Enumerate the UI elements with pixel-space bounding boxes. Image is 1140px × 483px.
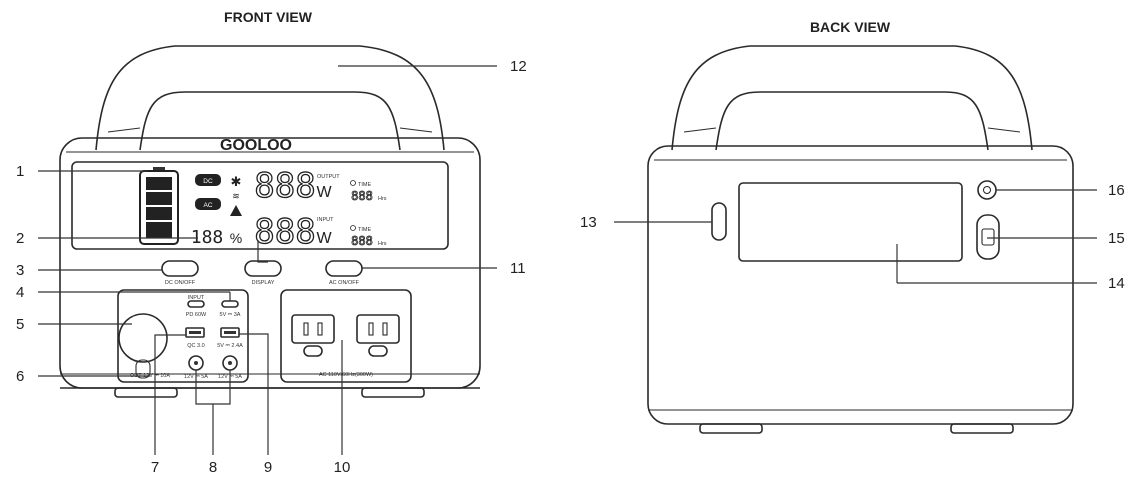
usb-c-input-label: INPUT: [188, 295, 205, 301]
usb-a-port[interactable]: [220, 327, 240, 338]
callout-1: 1: [16, 163, 24, 180]
callout-9: 9: [264, 459, 272, 476]
usb-a-label: 5V ⎓ 2.4A: [217, 343, 243, 349]
output-hrs-label: Hrs: [378, 196, 387, 202]
input-hrs-label: Hrs: [378, 241, 387, 247]
callout-5: 5: [16, 316, 24, 333]
callout-14: 14: [1108, 275, 1125, 292]
battery-icon: [139, 167, 179, 245]
output-watts-digits: 888: [254, 166, 315, 206]
back-leader-lines: [614, 189, 1097, 284]
front-device: GOOLOO 188 % DC AC ✱ ≋ 888 W OUTPUT 888 …: [59, 45, 481, 398]
callout-12: 12: [510, 58, 527, 75]
callout-16: 16: [1108, 182, 1125, 199]
clock-icon: [350, 225, 356, 231]
usb-a-qc-port[interactable]: [185, 327, 205, 338]
callout-2: 2: [16, 230, 24, 247]
dc-indicator: DC: [203, 178, 213, 185]
usb-c-port[interactable]: [221, 300, 239, 308]
dc-on-off-button[interactable]: [161, 260, 199, 277]
front-view-title: FRONT VIEW: [224, 9, 313, 25]
dc-input-port[interactable]: [977, 180, 997, 200]
input-time-label: TIME: [358, 227, 371, 233]
heat-icon: ≋: [232, 192, 240, 202]
input-label: INPUT: [317, 217, 334, 223]
front-leader-lines: [38, 65, 497, 455]
snowflake-icon: ✱: [231, 175, 242, 190]
back-panel-label: [738, 182, 963, 262]
input-watts-digits: 888: [254, 212, 315, 252]
clock-icon: [350, 180, 356, 186]
back-view-title: BACK VIEW: [810, 19, 891, 35]
callout-8: 8: [209, 459, 217, 476]
display-button-label: DISPLAY: [252, 280, 275, 286]
brand-logo: GOOLOO: [220, 137, 292, 154]
battery-percent-unit: %: [230, 230, 242, 246]
usb-c-pd-port[interactable]: [187, 300, 205, 308]
battery-percent-digits: 188: [191, 227, 224, 248]
callout-3: 3: [16, 262, 24, 279]
ac-on-off-label: AC ON/OFF: [329, 280, 360, 286]
output-watts-unit: W: [316, 184, 332, 201]
output-time-digits: 888: [351, 189, 373, 203]
dc-on-off-label: DC ON/OFF: [165, 280, 196, 286]
usb-c-label: 5V ⎓ 3A: [220, 312, 241, 318]
ac-outlet-1[interactable]: [291, 314, 335, 344]
callout-15: 15: [1108, 230, 1125, 247]
back-body: [647, 145, 1074, 425]
lcd-panel: [71, 161, 449, 250]
display-button[interactable]: [244, 260, 282, 277]
callout-10: 10: [334, 459, 351, 476]
back-switch[interactable]: [976, 214, 1000, 260]
back-grip-slot: [711, 202, 727, 241]
warning-icon: [230, 205, 242, 216]
callout-6: 6: [16, 368, 24, 385]
output-time-label: TIME: [358, 182, 371, 188]
usb-a-qc-label: QC 3.0: [187, 343, 204, 349]
ac-on-off-button[interactable]: [325, 260, 363, 277]
back-device: [647, 45, 1074, 434]
callout-4: 4: [16, 284, 24, 301]
callout-7: 7: [151, 459, 159, 476]
dc-port-panel: [117, 289, 249, 383]
ac-outlet-2[interactable]: [356, 314, 400, 344]
input-watts-unit: W: [316, 230, 332, 247]
front-handle: [95, 45, 445, 151]
callout-13: 13: [580, 214, 597, 231]
usb-c-pd-label: PD 60W: [186, 312, 207, 318]
ac-indicator: AC: [203, 202, 212, 209]
input-time-digits: 888: [351, 234, 373, 248]
callout-11: 11: [510, 260, 526, 277]
output-label: OUTPUT: [317, 174, 340, 180]
car-charger-socket[interactable]: [118, 313, 168, 363]
ac-port-panel: [280, 289, 412, 383]
car-socket-label: OUT 12V ⎓ 10A: [130, 373, 170, 379]
ac-outlet-label: AC 110V/60Hz(300W): [319, 372, 373, 378]
